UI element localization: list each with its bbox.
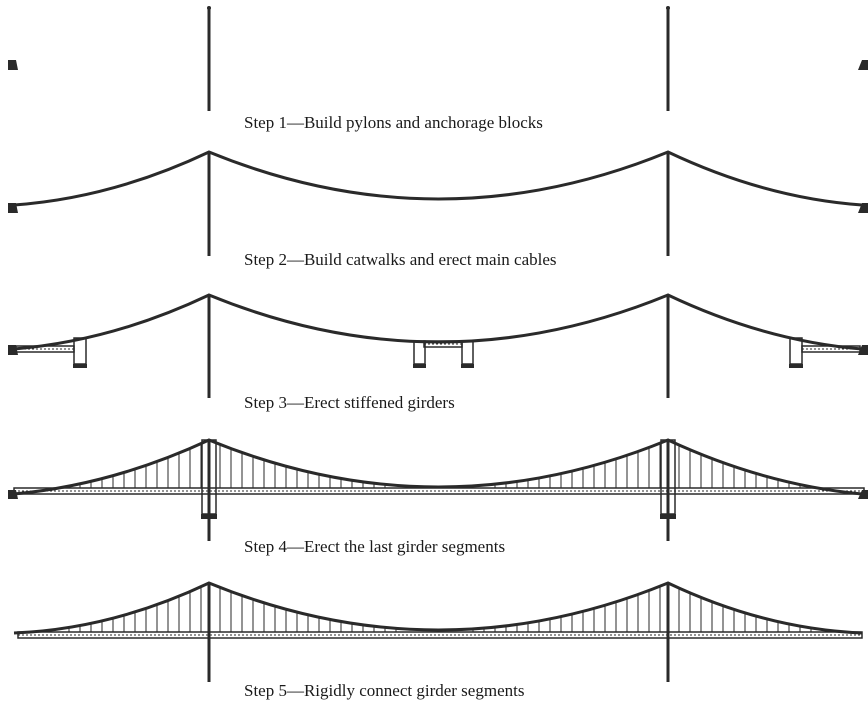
step-4-caption: Step 4—Erect the last girder segments bbox=[244, 537, 506, 556]
right-pylon-top bbox=[666, 6, 670, 10]
right-anchorage-block bbox=[858, 60, 868, 70]
step-3-caption: Step 3—Erect stiffened girders bbox=[244, 393, 455, 412]
step-5-caption: Step 5—Rigidly connect girder segments bbox=[244, 681, 525, 700]
step-5-drawing bbox=[13, 581, 863, 682]
main-cable bbox=[13, 438, 863, 496]
step-3-drawing bbox=[8, 293, 868, 398]
midspan-lifted-segment-right bbox=[461, 364, 474, 368]
hangers bbox=[68, 586, 812, 632]
step-2-caption: Step 2—Build catwalks and erect main cab… bbox=[244, 250, 557, 269]
left-pylon-top bbox=[207, 6, 211, 10]
step-1-drawing bbox=[8, 6, 868, 111]
left-lifting-frame bbox=[73, 337, 87, 365]
right-anchorage-block bbox=[858, 490, 868, 499]
right-anchorage-block bbox=[858, 203, 868, 213]
step-4-drawing bbox=[8, 438, 868, 541]
hangers bbox=[79, 443, 801, 488]
left-anchorage-block bbox=[8, 490, 18, 499]
main-cable bbox=[13, 150, 863, 207]
midspan-lifting-frame-right bbox=[461, 340, 474, 365]
step-2-drawing bbox=[8, 150, 868, 256]
left-anchorage-block bbox=[8, 60, 18, 70]
right-lifted-segment bbox=[660, 514, 676, 519]
main-cable bbox=[13, 581, 863, 635]
main-cable bbox=[13, 293, 863, 351]
right-lifted-segment bbox=[789, 364, 803, 368]
midspan-lifted-segment-left bbox=[413, 364, 426, 368]
step-1-caption: Step 1—Build pylons and anchorage blocks bbox=[244, 113, 543, 132]
left-lifted-segment bbox=[73, 364, 87, 368]
right-lifting-frame bbox=[789, 337, 803, 365]
left-lifted-segment bbox=[201, 514, 217, 519]
